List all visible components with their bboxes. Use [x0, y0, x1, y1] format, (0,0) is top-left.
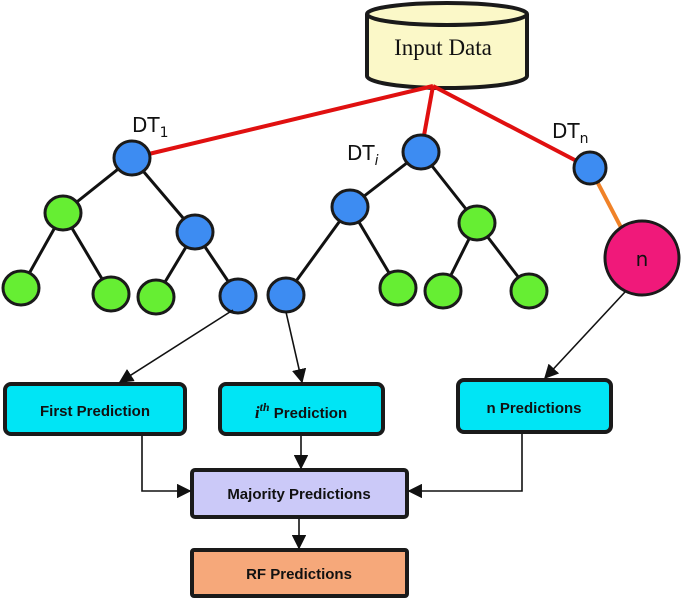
treei-leaf-node [378, 269, 418, 307]
tree1-root-node [112, 139, 152, 177]
tree1-leaf-node [91, 275, 131, 313]
tree1-output-node [218, 277, 258, 315]
treei-label: DTi [347, 141, 379, 169]
ith-prediction-label: ith Prediction [255, 400, 347, 422]
edge-input-to-treen [432, 84, 591, 170]
treen-label: DTn [552, 119, 589, 147]
tree1-leaf-node [1, 269, 41, 307]
majority-predictions-box: Majority Predictions [190, 468, 409, 519]
n-node-label: n [636, 247, 649, 271]
arrow-n-to-npred [544, 291, 626, 380]
input-data-cylinder: Input Data [365, 1, 529, 90]
arrow-treei-to-ith [285, 311, 307, 384]
treei-leaf-node [423, 272, 463, 310]
arrow-first-to-majority [141, 436, 192, 499]
treen-root-node [572, 150, 608, 186]
arrow-npred-to-majority [407, 434, 523, 499]
treei-leaf-node [457, 204, 497, 242]
arrow-tree1-to-first [118, 309, 234, 383]
tree1-internal-node [175, 213, 215, 251]
tree1-leaf-node [136, 278, 176, 316]
tree1-label: DT1 [132, 113, 169, 141]
rf-predictions-box: RF Predictions [190, 548, 409, 598]
tree1-nodes [1, 139, 258, 316]
tree1-leaf-node [43, 194, 83, 232]
majority-predictions-label: Majority Predictions [227, 486, 370, 503]
treei-leaf-node [509, 272, 549, 310]
n-predictions-box: n Predictions [456, 378, 613, 434]
edge-input-to-tree1 [131, 84, 434, 160]
rf-predictions-label: RF Predictions [246, 566, 352, 583]
n-predictions-label: n Predictions [486, 400, 581, 417]
n-node [603, 219, 681, 297]
input-data-label: Input Data [394, 35, 492, 60]
treei-internal-node [330, 188, 370, 226]
first-prediction-box: First Prediction [3, 382, 187, 436]
ith-prediction-box: ith Prediction [218, 382, 385, 436]
treei-nodes [266, 133, 549, 314]
treei-root-node [401, 133, 441, 171]
flow-arrows [118, 291, 626, 550]
treei-output-node [266, 276, 306, 314]
first-prediction-label: First Prediction [40, 403, 150, 420]
